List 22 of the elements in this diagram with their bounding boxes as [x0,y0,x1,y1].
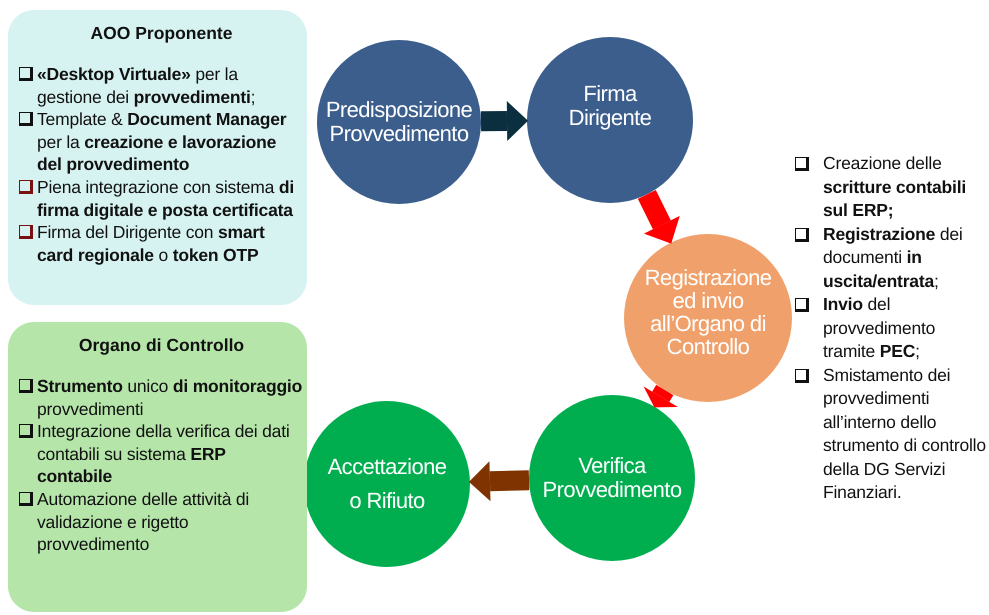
node-label: Predisposizione Provvedimento [324,98,474,146]
bullet-text: Creazione delle scritture contabili sul ERP; [823,152,968,222]
bullet-text: Invio del provvedimento tramite PEC; [823,293,936,363]
node-label: Accettazione o Rifiuto [326,452,448,515]
bullet-text: Integrazione della verifica dei dati contabili su sistema ERP contabile [37,420,291,488]
arrow [480,100,528,141]
arrow [644,384,678,408]
panel-heading: Organo di Controllo [78,335,244,356]
arrow [638,190,680,244]
info-panel [8,322,307,612]
bullet-text: Smistamento dei provvedimenti all’interno dello strumento di controllo della DG Servizi Finanziari. [823,364,987,504]
panel-heading: AOO Proponente [90,23,232,44]
bullet-text: «Desktop Virtuale» per la gestione dei provvedimenti; [37,63,256,108]
node-label: Verifica Provvedimento [542,454,682,502]
bullet-text: Registrazione dei documenti in uscita/entrata; [823,222,964,292]
node-label: Registrazione ed invio all’Organo di Controllo [644,266,772,358]
info-panel [8,10,307,305]
bullet-text: Firma del Dirigente con smart card regionale o token OTP [37,221,266,266]
arrow [468,461,530,502]
bullet-text: Automazione delle attività di validazione e rigetto provvedimento [37,488,250,556]
bullet-text: Strumento unico di monitoraggio provvedimenti [37,375,304,420]
node-label: Firma Dirigente [568,82,652,130]
